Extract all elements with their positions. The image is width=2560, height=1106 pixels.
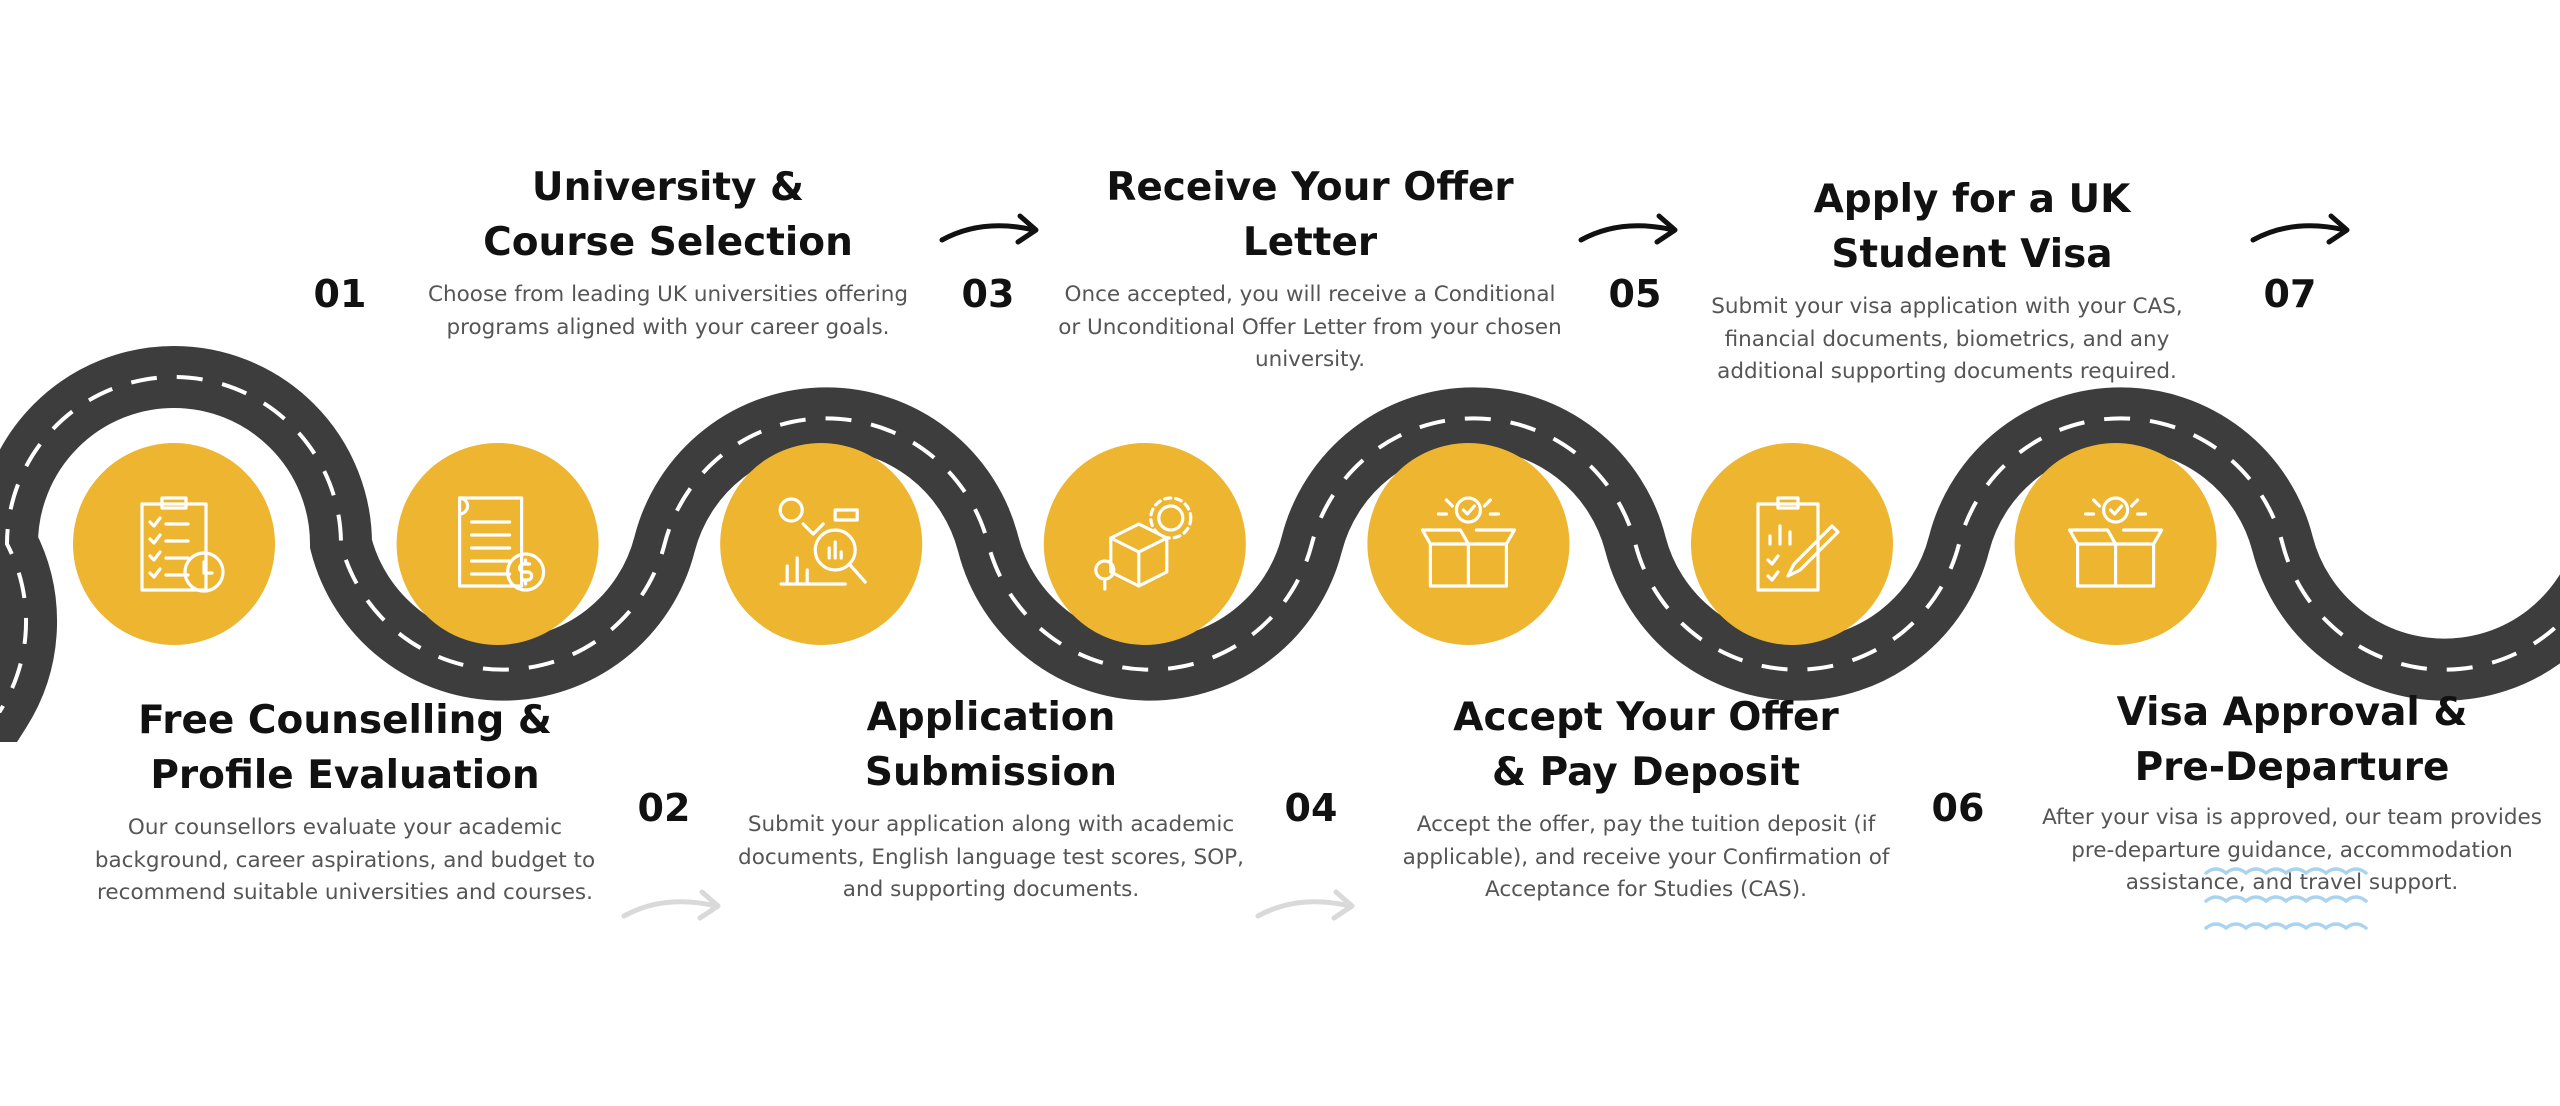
step-03-number: 03 xyxy=(961,272,1015,316)
arrow-right-icon xyxy=(2250,213,2350,245)
analysis-chart-icon xyxy=(778,497,867,586)
step-05-number: 05 xyxy=(1608,272,1662,316)
arrow-right-icon xyxy=(939,213,1039,245)
wave-line xyxy=(2204,867,2368,876)
step-05-description: Accept the offer, pay the tuition deposi… xyxy=(1402,812,1890,902)
step-07-title: Visa Approval & Pre-Departure xyxy=(2116,690,2468,790)
step-05-title: Accept Your Offer & Pay Deposit xyxy=(1453,695,1839,795)
step-03-circle xyxy=(720,443,923,645)
step-04-circle xyxy=(1043,443,1246,645)
step-04-marker xyxy=(1043,443,1246,645)
step-02-marker xyxy=(396,443,599,645)
road-lane-dashes xyxy=(0,375,2560,713)
arrow-right-icon xyxy=(621,889,721,921)
step-02-number: 02 xyxy=(637,786,691,830)
open-box-check-icon xyxy=(2068,496,2164,588)
open-box-check-icon xyxy=(1420,496,1517,588)
step-07-number: 07 xyxy=(2263,272,2317,316)
step-03-title: Application Submission xyxy=(864,695,1118,795)
clipboard-pencil-icon xyxy=(1756,496,1840,592)
step-07-marker xyxy=(2014,443,2217,645)
step-04-description: Once accepted, you will receive a Condit… xyxy=(1058,282,1562,372)
direction-arrows xyxy=(621,213,2350,921)
step-02-description: Choose from leading UK universities offe… xyxy=(428,282,908,340)
step-04-number: 04 xyxy=(1284,786,1338,830)
step-06-marker xyxy=(1691,443,1893,645)
package-gear-icon xyxy=(1094,496,1193,591)
step-01-title: Free Counselling & Profile Evaluation xyxy=(138,698,552,798)
wave-line xyxy=(2204,895,2368,904)
step-03-marker xyxy=(720,443,923,645)
step-03-description: Submit your application along with acade… xyxy=(738,812,1244,902)
step-07-description: After your visa is approved, our team pr… xyxy=(2042,805,2542,895)
winding-road xyxy=(0,346,2560,742)
documents-coin-icon xyxy=(458,496,546,592)
wave-decoration xyxy=(2204,867,2368,931)
step-circles xyxy=(73,443,2217,645)
wave-line xyxy=(2204,922,2368,931)
arrow-right-icon xyxy=(1578,213,1678,245)
step-02-title: University & Course Selection xyxy=(483,165,853,265)
step-01-circle xyxy=(73,443,275,645)
step-06-circle xyxy=(1691,443,1893,645)
step-06-number: 06 xyxy=(1931,786,1985,830)
step-01-marker xyxy=(73,443,275,645)
clipboard-clock-icon xyxy=(140,496,225,593)
step-01-description: Our counsellors evaluate your academic b… xyxy=(94,815,596,905)
step-02-circle xyxy=(396,443,599,645)
step-06-title: Apply for a UK Student Visa xyxy=(1813,177,2131,277)
step-04-title: Receive Your Offer Letter xyxy=(1106,165,1514,265)
arrow-right-icon xyxy=(1255,889,1355,921)
step-05-marker xyxy=(1367,443,1570,645)
step-06-description: Submit your visa application with your C… xyxy=(1711,294,2183,384)
step-01-number: 01 xyxy=(313,272,367,316)
